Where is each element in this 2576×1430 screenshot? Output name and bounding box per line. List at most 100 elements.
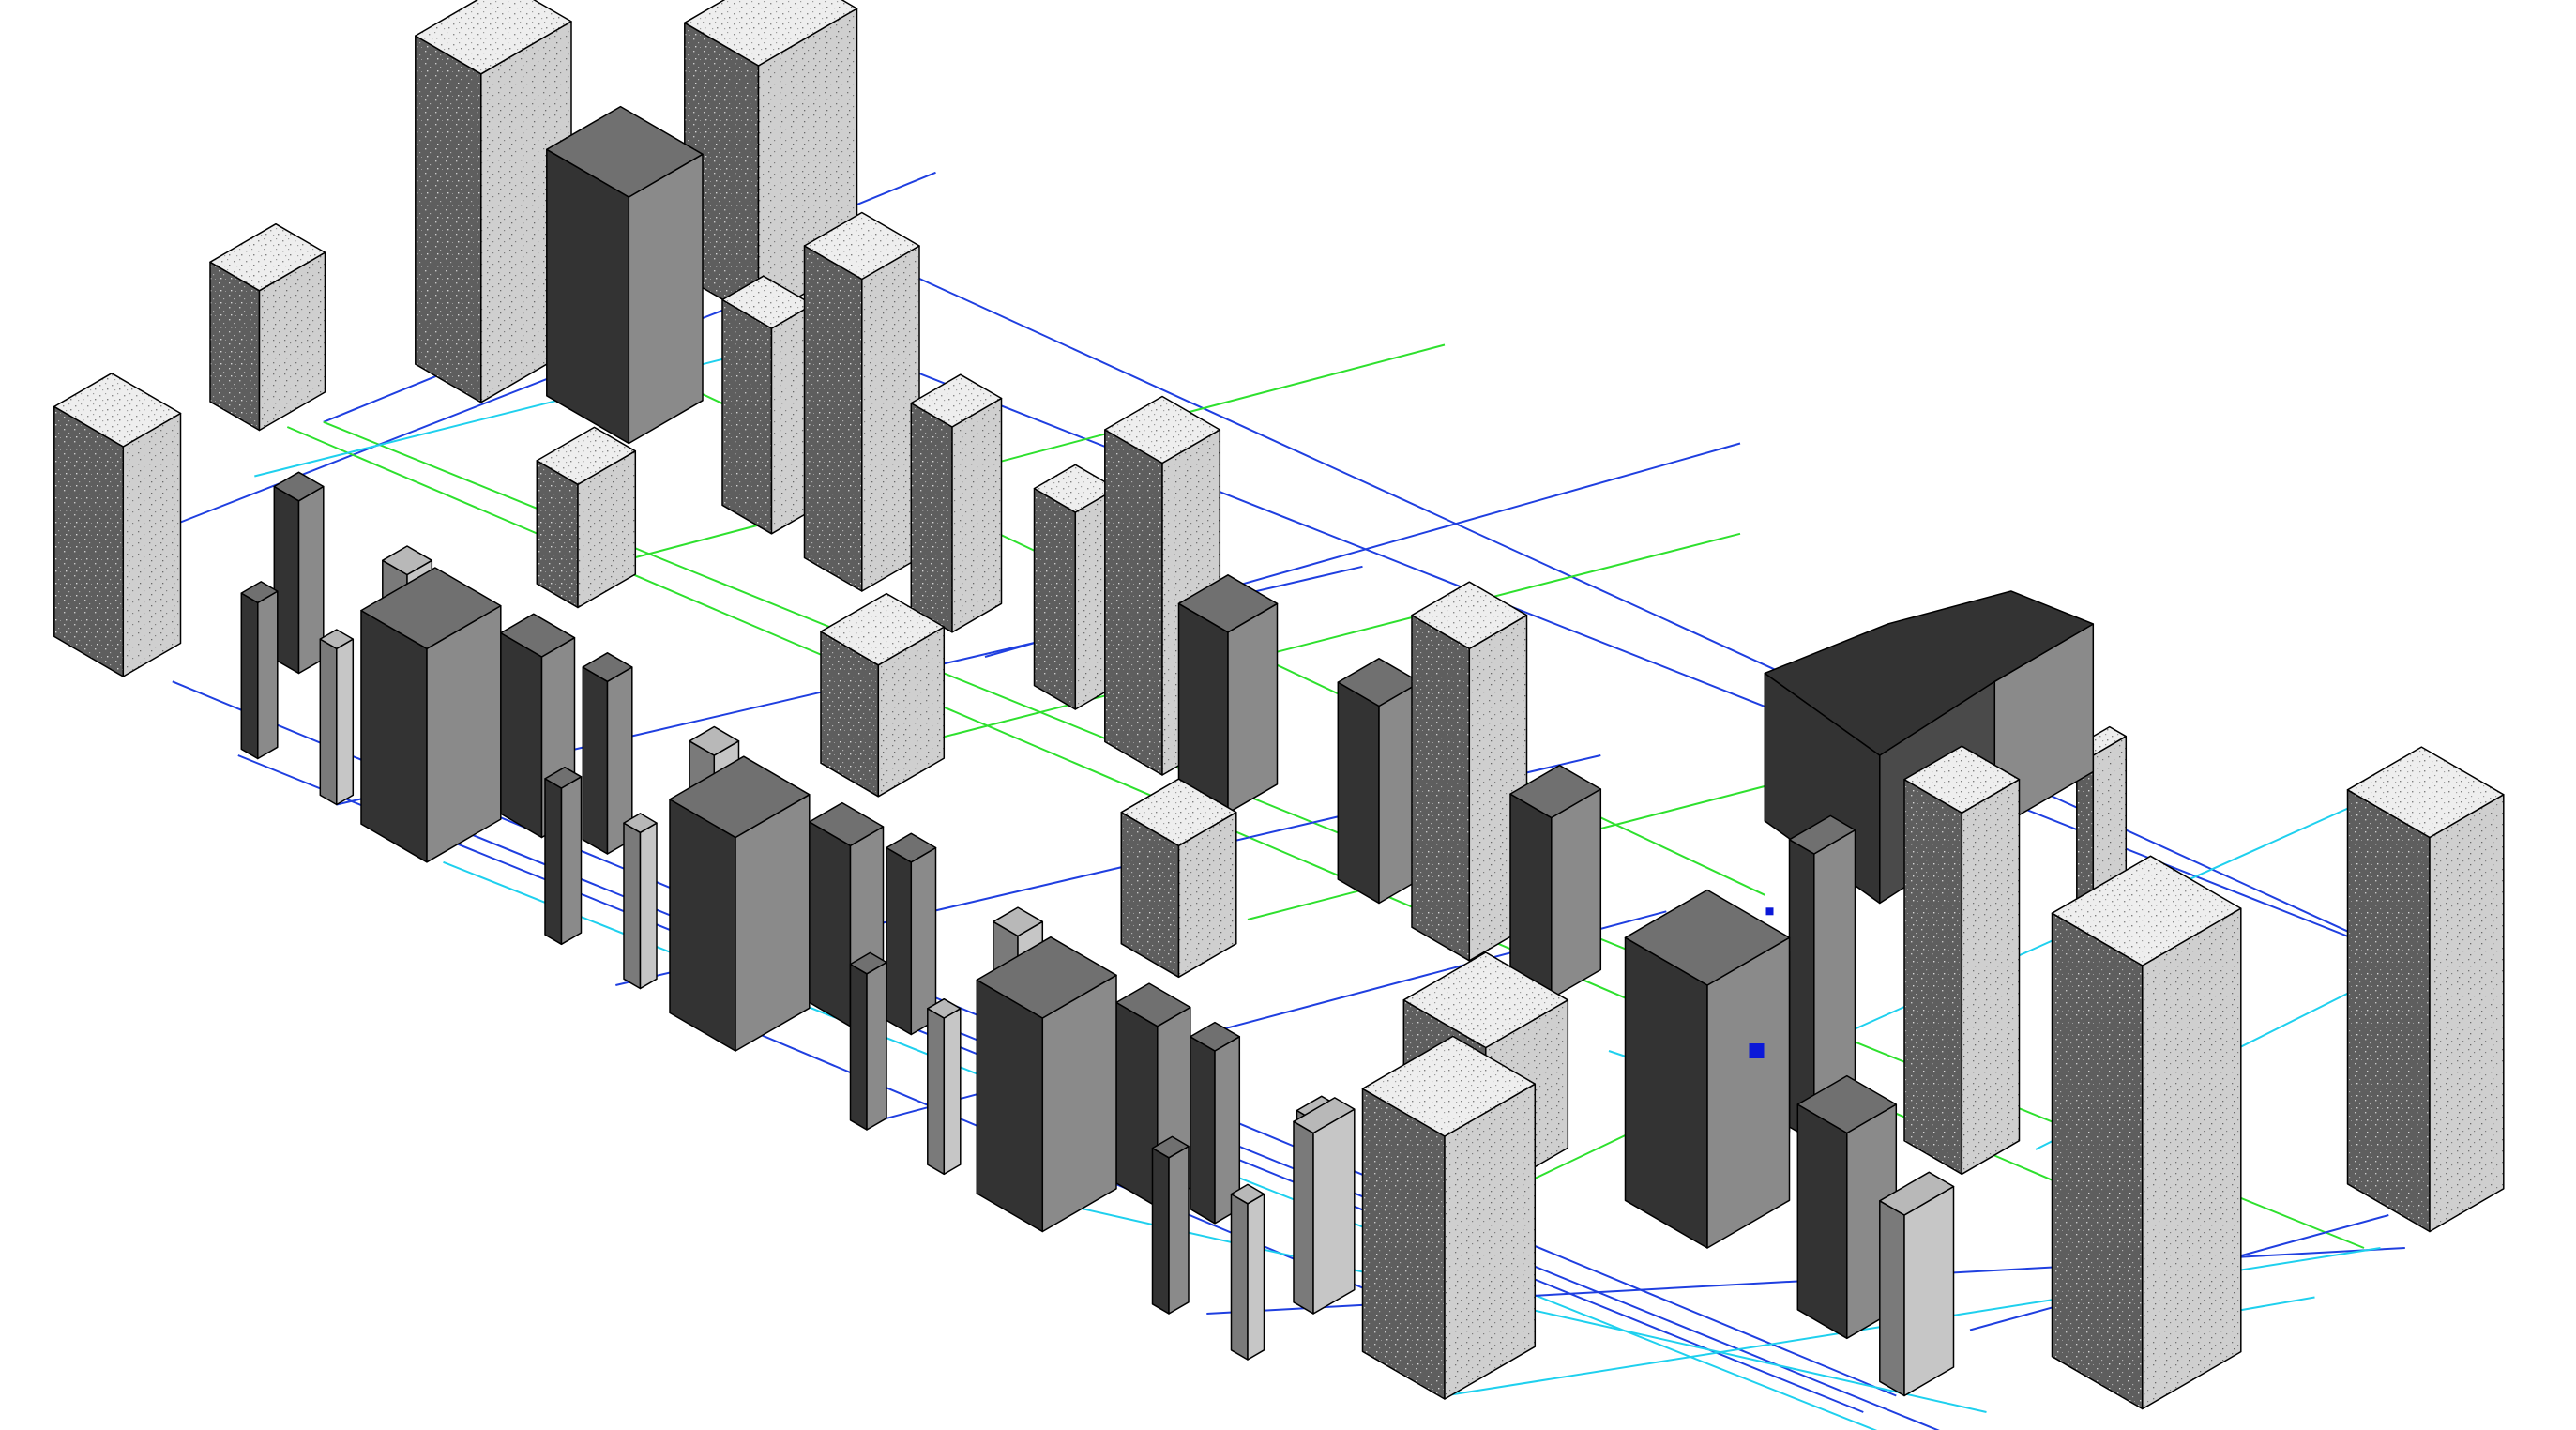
structural-column <box>1879 1171 1955 1397</box>
structural-column <box>927 997 962 1176</box>
column-face-left <box>1509 793 1553 999</box>
structural-column <box>1509 764 1602 999</box>
structural-column <box>2051 855 2242 1410</box>
column-face-top <box>803 211 920 281</box>
column-face-top <box>360 567 502 650</box>
column-face-top <box>209 222 326 292</box>
structural-column <box>623 813 658 990</box>
column-face-top <box>319 629 355 650</box>
column-face-top <box>1293 1097 1356 1134</box>
column-face-top <box>1402 951 1569 1049</box>
structural-column <box>721 275 814 535</box>
column-face-top <box>1177 574 1279 633</box>
column-face-top <box>976 936 1117 1019</box>
structural-column <box>1361 1035 1537 1400</box>
column-face-left <box>1796 1103 1848 1340</box>
column-face-left <box>1104 429 1163 776</box>
structural-column <box>910 373 1003 633</box>
column-face-right <box>2429 794 2505 1233</box>
column-face-top <box>684 0 858 67</box>
column-face-left <box>415 35 482 403</box>
selection-marker-group <box>1749 907 1774 1058</box>
column-face-top <box>820 592 946 666</box>
structural-column <box>1411 581 1528 962</box>
column-face-right <box>257 590 279 760</box>
structural-column <box>360 567 502 863</box>
selection-grip[interactable] <box>1765 907 1774 916</box>
structural-column <box>582 652 633 855</box>
structural-column <box>1337 658 1421 905</box>
structural-column <box>1104 395 1221 776</box>
column-face-top <box>910 373 1003 428</box>
column-face-top <box>1115 982 1191 1027</box>
column-face-right <box>1444 1083 1537 1400</box>
column-face-top <box>536 426 637 486</box>
column-face-right <box>735 794 811 1052</box>
column-face-top <box>582 652 633 683</box>
column-face-top <box>1151 1135 1190 1159</box>
column-face-right <box>560 776 583 946</box>
column-face-left <box>546 148 630 445</box>
column-face-right <box>628 153 704 445</box>
column-face-left <box>910 402 953 633</box>
column-face-top <box>1879 1171 1955 1216</box>
structural-column <box>544 766 583 946</box>
column-face-left <box>623 822 642 990</box>
column-face-left <box>976 979 1044 1233</box>
column-face-left <box>1033 487 1077 710</box>
column-face-left <box>319 638 338 806</box>
column-face-right <box>1551 788 1602 999</box>
column-face-top <box>1190 1021 1241 1052</box>
column-face-top <box>1230 1183 1265 1205</box>
column-face-right <box>639 822 658 990</box>
column-face-left <box>1624 936 1708 1249</box>
selection-grip[interactable] <box>1749 1043 1765 1058</box>
structural-column <box>886 832 937 1036</box>
column-face-top <box>546 105 704 198</box>
column-face-top <box>240 581 279 604</box>
column-face-left <box>669 799 736 1052</box>
structural-column <box>669 755 811 1052</box>
column-face-left <box>803 245 863 592</box>
column-face-left <box>849 963 868 1131</box>
column-face-right <box>866 961 887 1131</box>
structural-column <box>240 581 279 760</box>
column-face-left <box>1411 614 1471 962</box>
column-face-top <box>1624 889 1791 986</box>
column-face-right <box>336 638 355 806</box>
structural-column <box>273 471 325 675</box>
column-face-top <box>927 997 962 1019</box>
column-face-top <box>1796 1074 1898 1134</box>
column-face-top <box>500 613 576 658</box>
column-face-left <box>500 631 543 839</box>
column-face-left <box>1903 778 1963 1176</box>
column-face-left <box>1879 1200 1905 1397</box>
column-face-top <box>2346 746 2505 839</box>
structural-column <box>1624 889 1791 1249</box>
column-face-right <box>122 412 182 677</box>
column-face-left <box>2051 912 2144 1410</box>
column-face-top <box>273 471 325 502</box>
column-face-left <box>1115 1001 1159 1209</box>
column-face-left <box>1293 1120 1314 1315</box>
column-face-left <box>544 778 563 946</box>
structural-column <box>1033 464 1117 710</box>
structural-column <box>803 211 920 592</box>
column-face-left <box>927 1008 946 1176</box>
column-face-right <box>1227 602 1279 814</box>
column-face-right <box>1247 1193 1265 1361</box>
column-face-left <box>360 609 428 863</box>
structural-column <box>1293 1097 1356 1315</box>
structural-column <box>53 373 182 677</box>
column-face-right <box>1903 1185 1955 1397</box>
column-face-left <box>536 460 579 609</box>
column-face-top <box>1361 1035 1537 1137</box>
column-face-top <box>993 906 1044 937</box>
structural-column <box>849 951 887 1131</box>
structural-column <box>546 105 704 445</box>
structural-column <box>2346 746 2505 1233</box>
column-face-left <box>240 592 259 760</box>
column-face-left <box>721 298 773 535</box>
column-face-right <box>951 397 1003 633</box>
